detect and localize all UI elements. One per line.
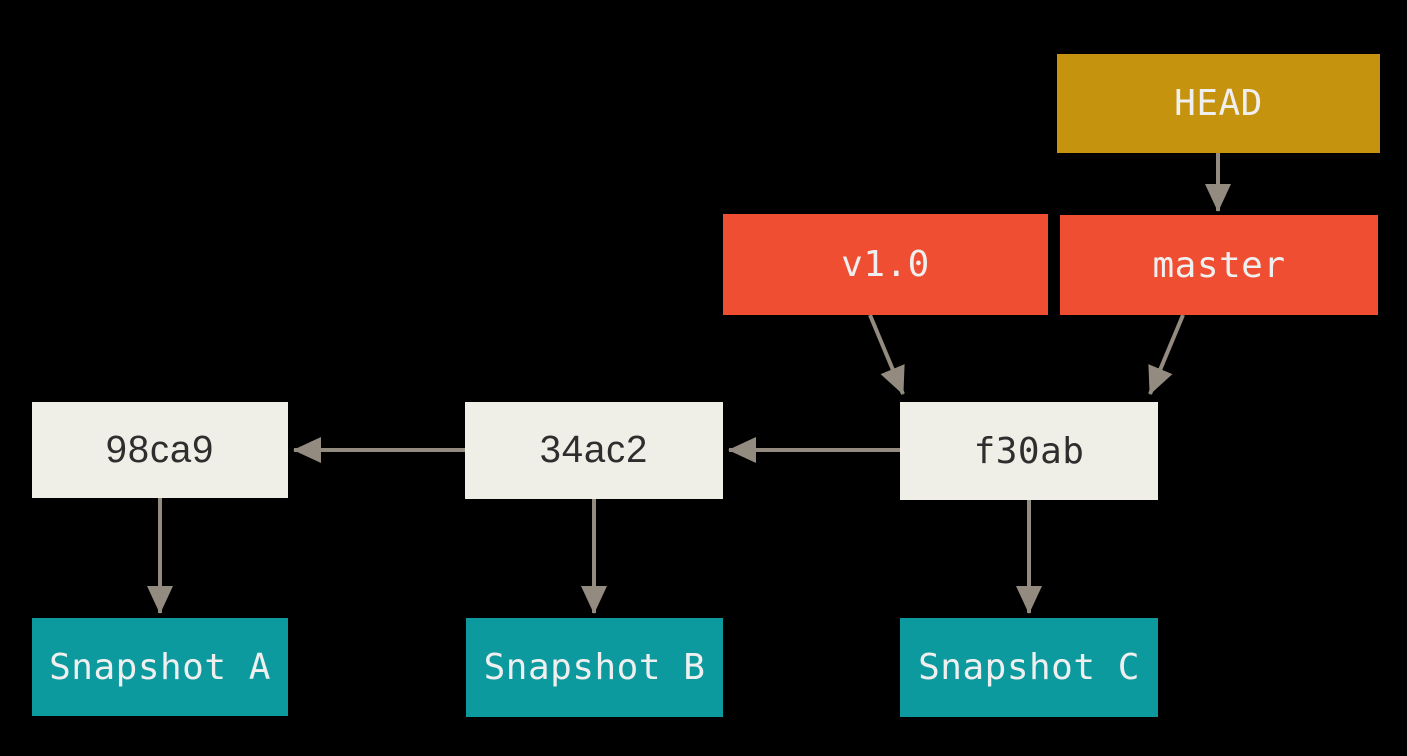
snapshot-b-label: Snapshot B [483, 647, 706, 688]
edge-v10-to-f30ab [868, 314, 905, 395]
commit-f30ab-label: f30ab [973, 430, 1085, 472]
commit-98ca9-label: 98ca9 [105, 428, 215, 471]
commit-98ca9-box: 98ca9 [32, 402, 288, 498]
snapshot-b-box: Snapshot B [466, 618, 723, 717]
tag-v1-0-label: v1.0 [841, 244, 930, 285]
snapshot-a-label: Snapshot A [49, 646, 271, 688]
snapshot-c-label: Snapshot C [918, 647, 1140, 688]
head-label: HEAD [1174, 83, 1263, 124]
branch-master-box: master [1060, 215, 1378, 315]
commit-34ac2-label: 34ac2 [539, 429, 649, 471]
commit-34ac2-box: 34ac2 [465, 402, 723, 499]
head-pointer-box: HEAD [1057, 54, 1380, 153]
tag-v1-0-box: v1.0 [723, 214, 1048, 315]
snapshot-c-box: Snapshot C [900, 618, 1158, 717]
commit-f30ab-box: f30ab [900, 402, 1158, 500]
edge-master-to-f30ab [1148, 314, 1185, 395]
branch-master-label: master [1152, 244, 1286, 286]
snapshot-a-box: Snapshot A [32, 618, 288, 716]
